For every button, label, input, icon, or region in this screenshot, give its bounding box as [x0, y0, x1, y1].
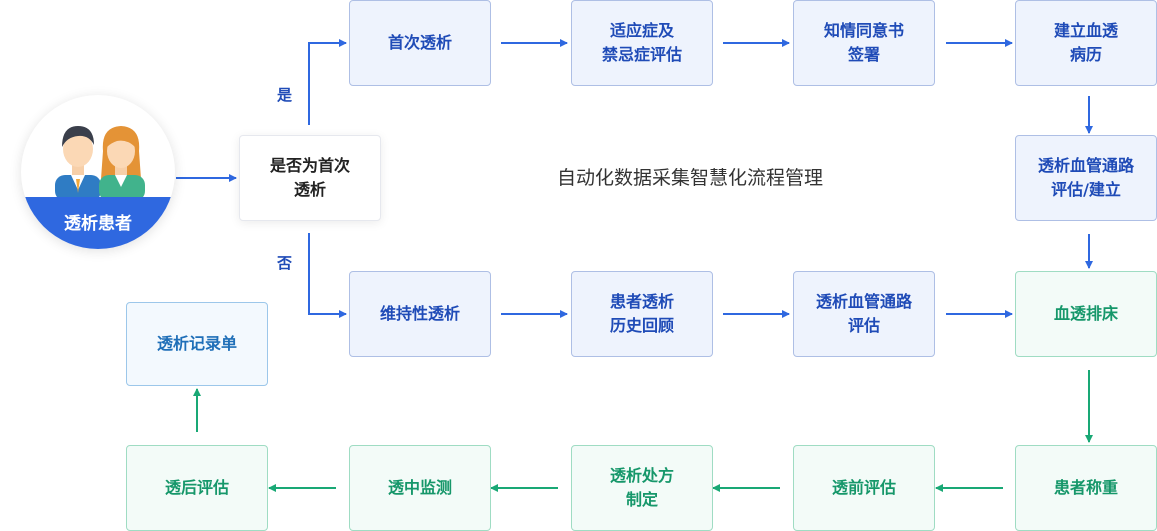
- step-informed-consent[interactable]: 知情同意书 签署: [793, 0, 935, 86]
- step-prescription[interactable]: 透析处方 制定: [571, 445, 713, 531]
- step-vascular-access[interactable]: 透析血管通路 评估/建立: [1015, 135, 1157, 221]
- arrow-no-branch: [308, 233, 347, 318]
- step-vascular-assessment[interactable]: 透析血管通路 评估: [793, 271, 935, 357]
- patients-icon: [55, 126, 145, 201]
- patient-label: 透析患者: [21, 197, 175, 249]
- step-first-dialysis[interactable]: 首次透析: [349, 0, 491, 86]
- patient-node[interactable]: 透析患者: [21, 95, 175, 249]
- step-indication-assessment[interactable]: 适应症及 禁忌症评估: [571, 0, 713, 86]
- decision-label: 是否为首次 透析: [269, 156, 350, 199]
- step-label: 维持性透析: [379, 304, 460, 323]
- step-label: 患者透析 历史回顾: [609, 292, 674, 335]
- step-pre-assessment[interactable]: 透前评估: [793, 445, 935, 531]
- step-create-record[interactable]: 建立血透 病历: [1015, 0, 1157, 86]
- step-label: 透后评估: [164, 478, 229, 497]
- step-maintenance-dialysis[interactable]: 维持性透析: [349, 271, 491, 357]
- step-label: 透中监测: [387, 478, 452, 497]
- step-label: 透析处方 制定: [609, 466, 674, 509]
- step-label: 适应症及 禁忌症评估: [601, 21, 682, 64]
- step-label: 透前评估: [831, 478, 896, 497]
- step-label: 患者称重: [1053, 478, 1118, 497]
- arrow-yes-branch: [308, 39, 347, 125]
- center-title: 自动化数据采集智慧化流程管理: [556, 167, 823, 189]
- step-label: 建立血透 病历: [1053, 21, 1118, 64]
- decision-first-dialysis[interactable]: 是否为首次 透析: [239, 135, 381, 221]
- yes-label: 是: [277, 86, 293, 104]
- step-label: 透析记录单: [156, 334, 237, 353]
- no-label: 否: [277, 254, 293, 272]
- step-monitoring[interactable]: 透中监测: [349, 445, 491, 531]
- step-label: 透析血管通路 评估: [815, 292, 912, 335]
- step-history-review[interactable]: 患者透析 历史回顾: [571, 271, 713, 357]
- step-bed-scheduling[interactable]: 血透排床: [1015, 271, 1157, 357]
- record-sheet[interactable]: 透析记录单: [126, 302, 268, 386]
- step-label: 首次透析: [387, 33, 452, 52]
- step-label: 透析血管通路 评估/建立: [1037, 156, 1134, 199]
- step-label: 知情同意书 签署: [823, 21, 904, 64]
- step-post-assessment[interactable]: 透后评估: [126, 445, 268, 531]
- step-label: 血透排床: [1053, 304, 1118, 323]
- step-weighing[interactable]: 患者称重: [1015, 445, 1157, 531]
